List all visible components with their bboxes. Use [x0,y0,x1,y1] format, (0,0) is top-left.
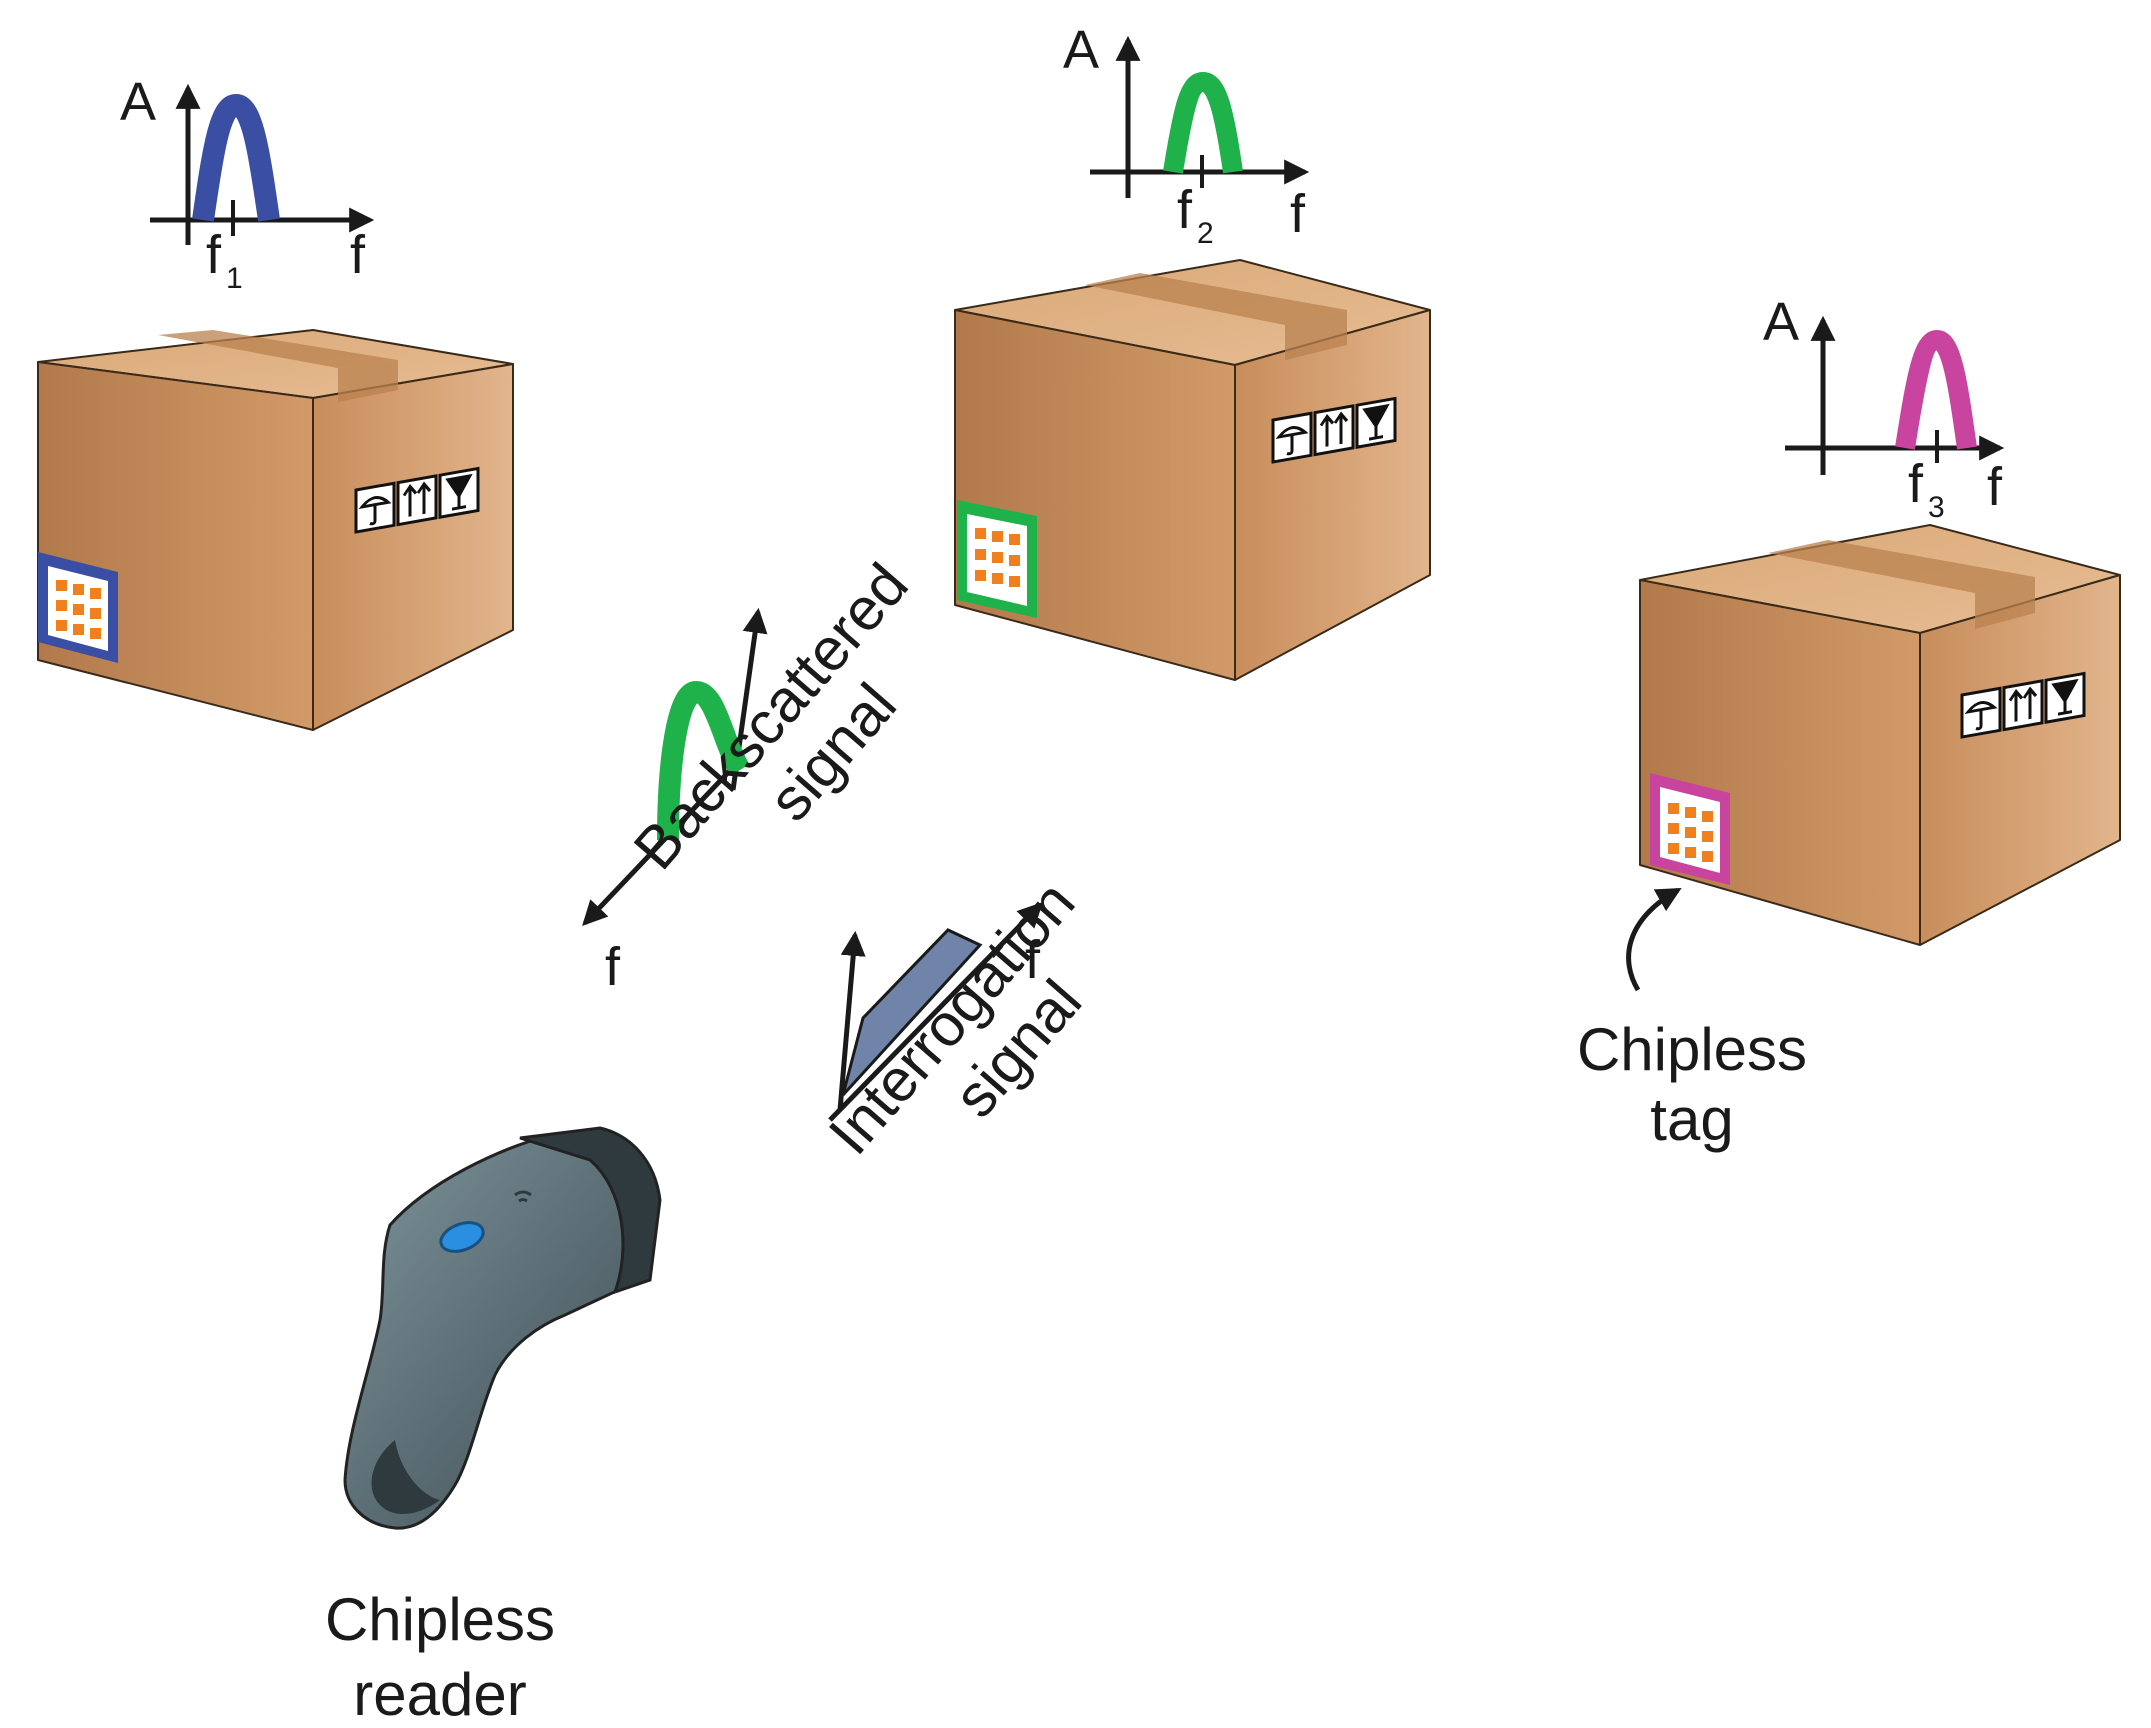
tag-resonator-dot [1009,534,1020,545]
tag-resonator-dot [975,570,986,581]
box-front [1639,579,1921,946]
interrogation-chirp [841,928,983,1097]
amplitude-label: A [1763,292,1799,352]
chipless-tag-2 [957,500,1037,618]
resonant-frequency-label: f [206,225,222,285]
reader-label-line1: Chipless [325,1586,555,1653]
callout-arrow [1626,887,1682,992]
interrogation-signal-spectrum: f [828,902,1043,1122]
amplitude-axis [837,930,866,1111]
chipless-reader-device [343,1126,662,1530]
tag-resonator-dot [1668,843,1679,854]
amplitude-label: A [120,72,156,132]
resonant-frequency-label: f [1908,454,1924,514]
reader-head [519,1126,662,1295]
tag-2-resonance-peak [1163,71,1243,174]
svg-text:3: 3 [1928,491,1945,524]
tag-resonator-dot [992,552,1003,563]
spectrum-plot-3: A f f 3 [1763,292,2005,524]
backscattered-signal-spectrum: f [582,607,768,997]
tag-resonator-dot [1668,803,1679,814]
tag-resonator-dot [1702,831,1713,842]
tag-1-resonance-peak [192,93,280,222]
frequency-label: f [1290,184,1306,244]
backscattered-peak [657,680,750,841]
tag-resonator-dot [1009,576,1020,587]
reader-label-line2: reader [353,1661,526,1728]
tag-resonator-dot [73,624,84,635]
chipless-tag-3 [1650,773,1730,885]
frequency-label: f [1987,457,2003,517]
box-side [1919,574,2121,946]
frequency-axis [828,902,1043,1122]
wireless-icon [514,1190,532,1203]
box-front [954,309,1236,681]
handling-symbols [1271,396,1397,464]
tag-label-line2: tag [1650,1086,1733,1153]
handling-symbols [354,466,480,534]
tag-resonator-dot [90,628,101,639]
tag-resonator-dot [1009,555,1020,566]
frequency-label: f [1025,930,1041,990]
tag-resonator-dot [56,620,67,631]
tag-resonator-dot [992,573,1003,584]
tag-resonator-dot [975,528,986,539]
trigger-button [439,1221,485,1253]
box-tape [1085,273,1347,325]
tag-resonator-dot [1702,851,1713,862]
chipless-tag-callout: Chipless tag [1577,887,1807,1153]
package-box-2 [954,259,1431,681]
spectrum-plot-2: A f f 2 [1063,20,1310,250]
tag-3-resonance-peak [1895,329,1977,450]
tag-label-line1: Chipless [1577,1016,1807,1083]
box-tape [158,330,398,368]
box-side [1234,309,1431,681]
resonant-frequency-label: f [1177,180,1193,240]
frequency-label: f [350,225,366,285]
tag-resonator-dot [73,604,84,615]
tag-resonator-dot [1702,811,1713,822]
svg-text:1: 1 [226,262,243,295]
spectrum-plot-1: A f f 1 [120,72,375,295]
box-front [37,361,314,731]
this-way-up-icon [2002,679,2044,732]
box-tape [1768,540,2035,593]
tag-resonator-dot [1685,807,1696,818]
box-side [312,363,514,731]
chipless-tag-1 [38,552,118,663]
tag-resonator-dot [1685,827,1696,838]
handling-symbols [1960,671,2086,739]
tag-resonator-dot [975,549,986,560]
tag-resonator-dot [1685,847,1696,858]
this-way-up-icon [1313,404,1355,457]
this-way-up-icon [396,474,438,527]
tag-resonator-dot [1668,823,1679,834]
tag-resonator-dot [56,600,67,611]
reader-grip [371,1440,440,1515]
frequency-axis [582,758,742,927]
svg-text:2: 2 [1197,217,1214,250]
tag-resonator-dot [56,580,67,591]
tag-resonator-dot [90,608,101,619]
package-box-3 [1639,524,2121,946]
package-box-1 [37,329,514,731]
frequency-label: f [605,937,621,997]
amplitude-label: A [1063,20,1099,80]
tag-resonator-dot [90,588,101,599]
tag-resonator-dot [992,531,1003,542]
tag-resonator-dot [73,584,84,595]
